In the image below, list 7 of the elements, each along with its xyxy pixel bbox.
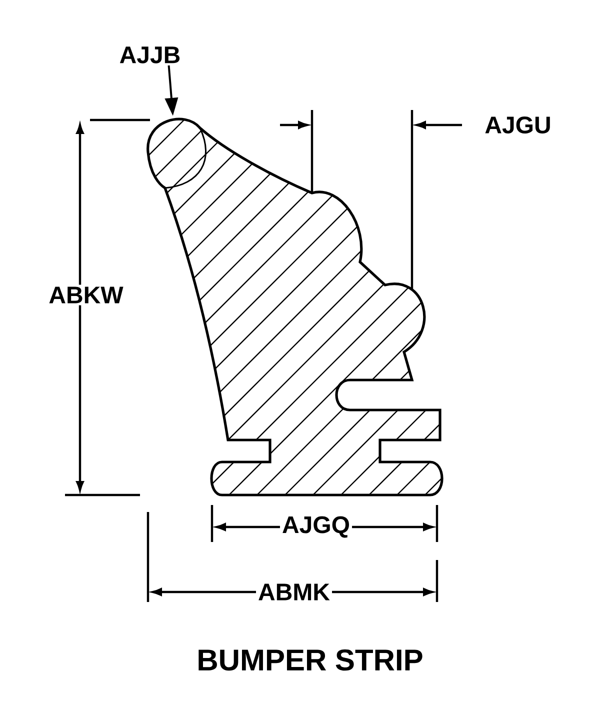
bumper-strip-drawing (146, 118, 444, 496)
dimension-label: ABMK (256, 582, 332, 602)
caption: BUMPER STRIP (198, 649, 422, 671)
dimension-label: ABKW (46, 284, 126, 306)
dimension-label: AJGQ (280, 514, 352, 540)
dimension-label: AJGU (482, 114, 554, 136)
callout-label: AJJB (120, 46, 180, 64)
